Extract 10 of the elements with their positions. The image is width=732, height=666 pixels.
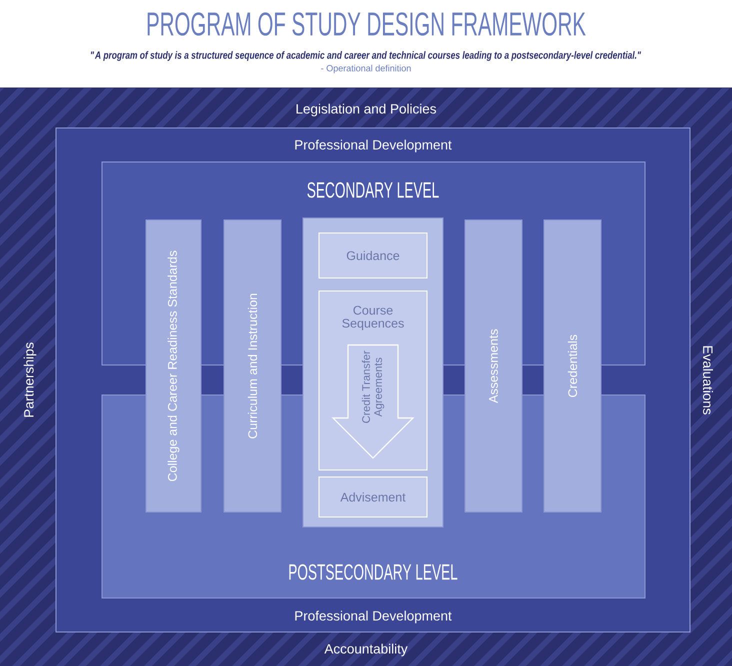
column-box: Assessments [464,220,522,512]
column-box: Credentials [544,220,602,512]
down-pointing-panel: Credit Transfer Agreements [332,344,414,459]
column-box: College and Career Readiness Standards [146,220,202,512]
source-text: - Operational definition [321,64,411,74]
process-box: Advisement [318,476,428,518]
quote-text: "A program of study is a structured sequence of academic and career and technical courses leading to a postsecondary-level credential." [90,51,642,61]
column-box: Curriculum and Instruction [224,220,282,512]
title: PROGRAM OF STUDY DESIGN FRAMEWORK [148,12,586,36]
process-box: Guidance [318,232,428,278]
